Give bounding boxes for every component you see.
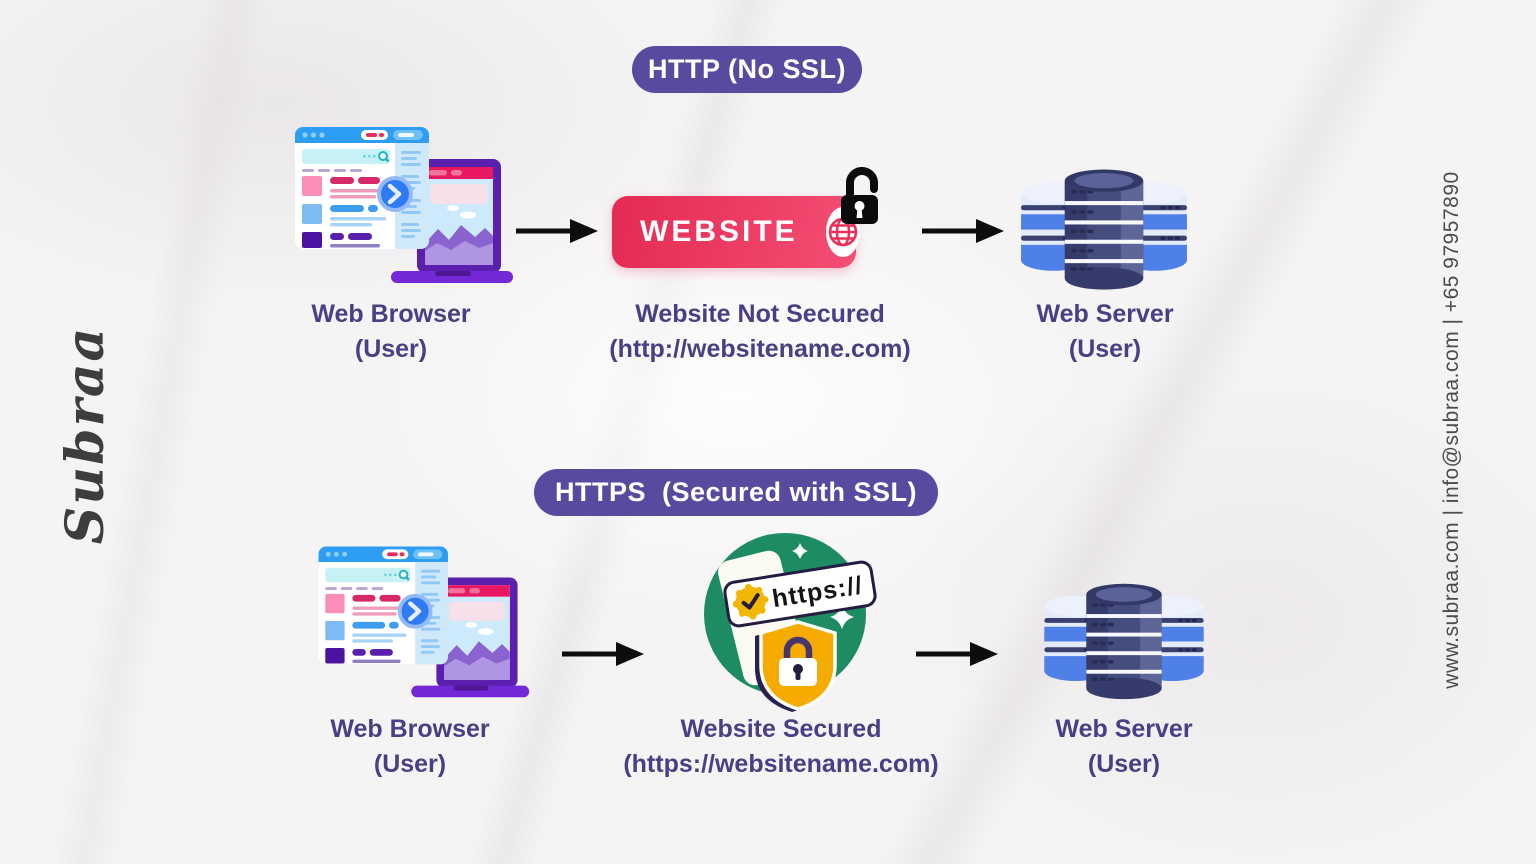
server-cylinder-middle bbox=[1064, 169, 1144, 290]
open-padlock-icon bbox=[841, 167, 878, 224]
web-server-icon bbox=[1044, 583, 1204, 700]
subraa-signature-logo: Subraa bbox=[54, 325, 116, 545]
shield-lock-icon bbox=[755, 620, 837, 712]
web-server-icon bbox=[1021, 169, 1187, 290]
http-server-label: Web Server (User) bbox=[1036, 300, 1174, 363]
browser-window bbox=[318, 546, 448, 665]
right-arrow-icon bbox=[922, 219, 1004, 243]
address-bar: https:// bbox=[723, 560, 877, 628]
http-section-title: HTTP (No SSL) bbox=[632, 46, 862, 93]
website-badge: WEBSITE bbox=[612, 196, 860, 268]
https-website-label: Website Secured (https://websitename.com… bbox=[623, 715, 939, 778]
https-section-title: HTTPS (Secured with SSL) bbox=[534, 469, 938, 516]
web-browser-laptop-icon bbox=[295, 127, 513, 283]
search-bar bbox=[302, 149, 390, 164]
search-icon bbox=[378, 151, 388, 161]
chevron-button-icon bbox=[397, 593, 433, 629]
https-browser-label: Web Browser (User) bbox=[330, 715, 490, 778]
verified-check-icon bbox=[732, 584, 769, 620]
http-website-label: Website Not Secured (http://websitename.… bbox=[609, 300, 911, 363]
right-arrow-icon bbox=[916, 642, 998, 666]
web-browser-laptop-icon bbox=[318, 546, 530, 698]
chevron-button-icon bbox=[377, 176, 413, 212]
sparkle-icon bbox=[792, 543, 808, 559]
right-arrow-icon bbox=[562, 642, 644, 666]
laptop bbox=[391, 159, 513, 283]
https-server-label: Web Server (User) bbox=[1055, 715, 1193, 778]
result-row-pink bbox=[302, 176, 384, 199]
contact-info-vertical: www.subraa.com | info@subraa.com | +65 9… bbox=[1440, 171, 1463, 689]
website-secured-illustration: https:// bbox=[704, 533, 877, 712]
browser-window bbox=[295, 127, 429, 249]
laptop bbox=[411, 577, 530, 698]
server-cylinder-middle bbox=[1086, 583, 1162, 700]
right-arrow-icon bbox=[516, 219, 598, 243]
http-browser-label: Web Browser (User) bbox=[311, 300, 471, 363]
result-row-purple bbox=[302, 232, 380, 248]
website-not-secured-illustration: WEBSITE bbox=[608, 158, 888, 272]
website-badge-text: WEBSITE bbox=[640, 215, 798, 248]
sparkle-icon bbox=[830, 605, 854, 629]
result-row-blue bbox=[302, 204, 386, 227]
search-icon bbox=[398, 569, 409, 580]
